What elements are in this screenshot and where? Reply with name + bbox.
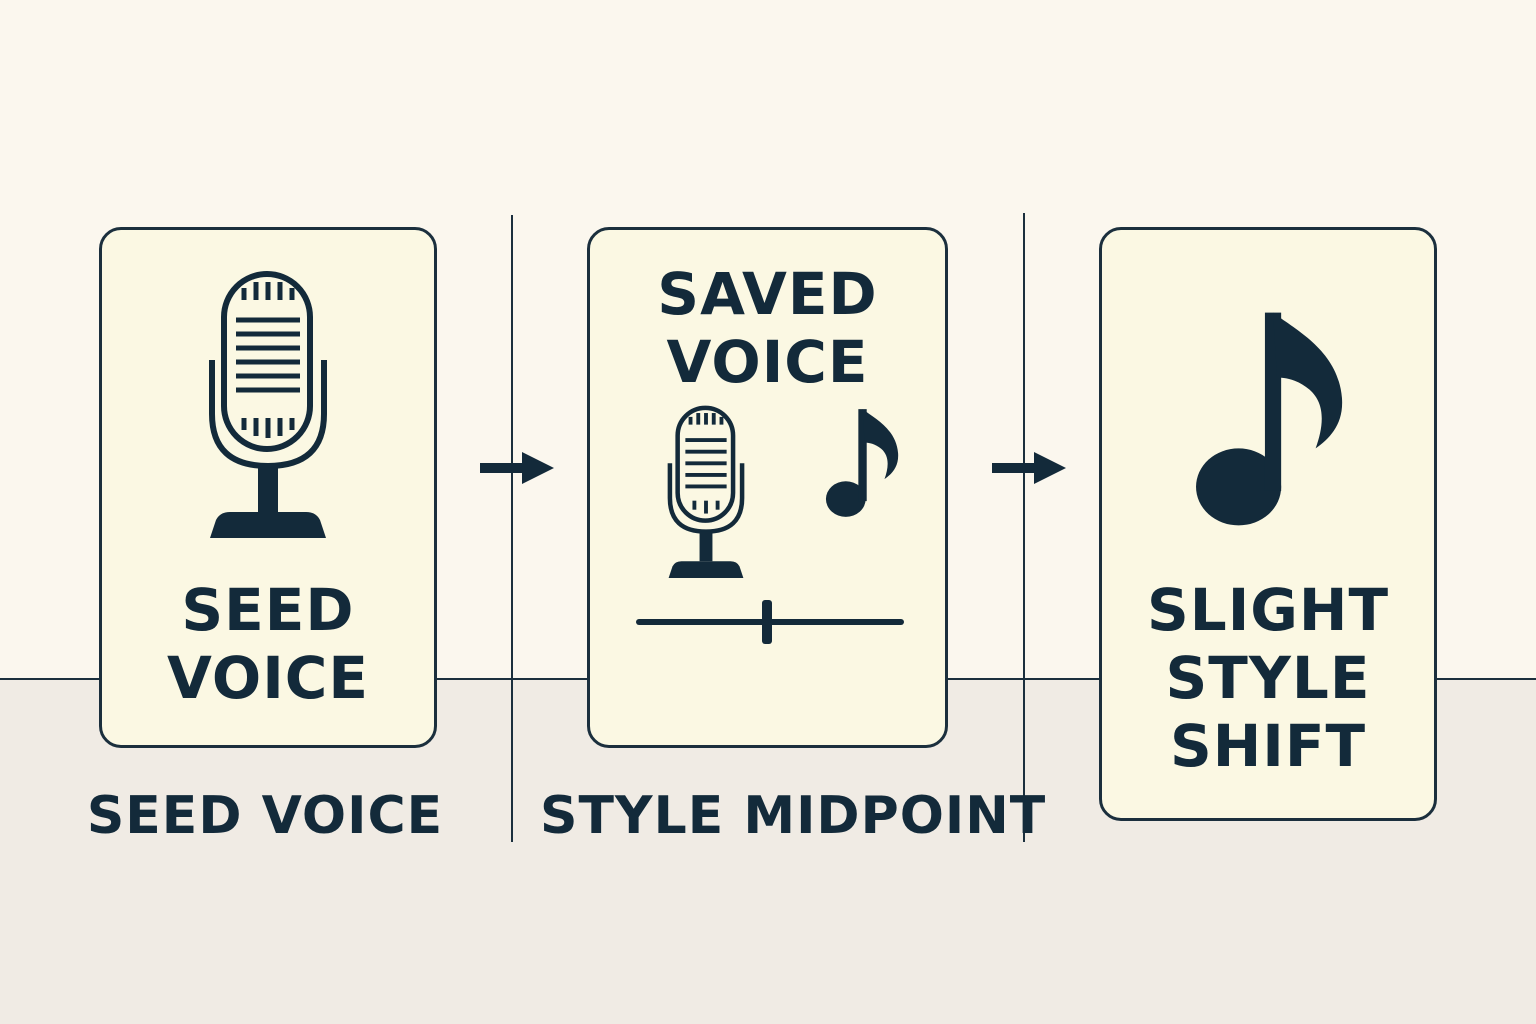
- slight-style-shift-card: SLIGHT STYLE SHIFT: [1099, 227, 1437, 821]
- step-caption: SEED VOICE: [86, 786, 444, 846]
- microphone-icon: [667, 405, 745, 578]
- slider-icon: [636, 600, 904, 644]
- saved-voice-card: SAVED VOICE: [587, 227, 948, 748]
- microphone-icon: [209, 271, 327, 538]
- divider-line: [511, 215, 513, 842]
- step-caption: STYLE MIDPOINT: [540, 786, 1047, 846]
- card-title: SAVED VOICE: [657, 260, 878, 396]
- arrow-right-icon: [992, 452, 1066, 484]
- card-title: SLIGHT STYLE SHIFT: [1146, 576, 1390, 780]
- music-note-icon: [1196, 312, 1343, 526]
- music-note-icon: [825, 409, 899, 517]
- arrow-right-icon: [480, 452, 554, 484]
- seed-voice-card: SEED VOICE: [99, 227, 437, 748]
- card-title: SEED VOICE: [167, 576, 369, 712]
- divider-line: [1023, 213, 1025, 842]
